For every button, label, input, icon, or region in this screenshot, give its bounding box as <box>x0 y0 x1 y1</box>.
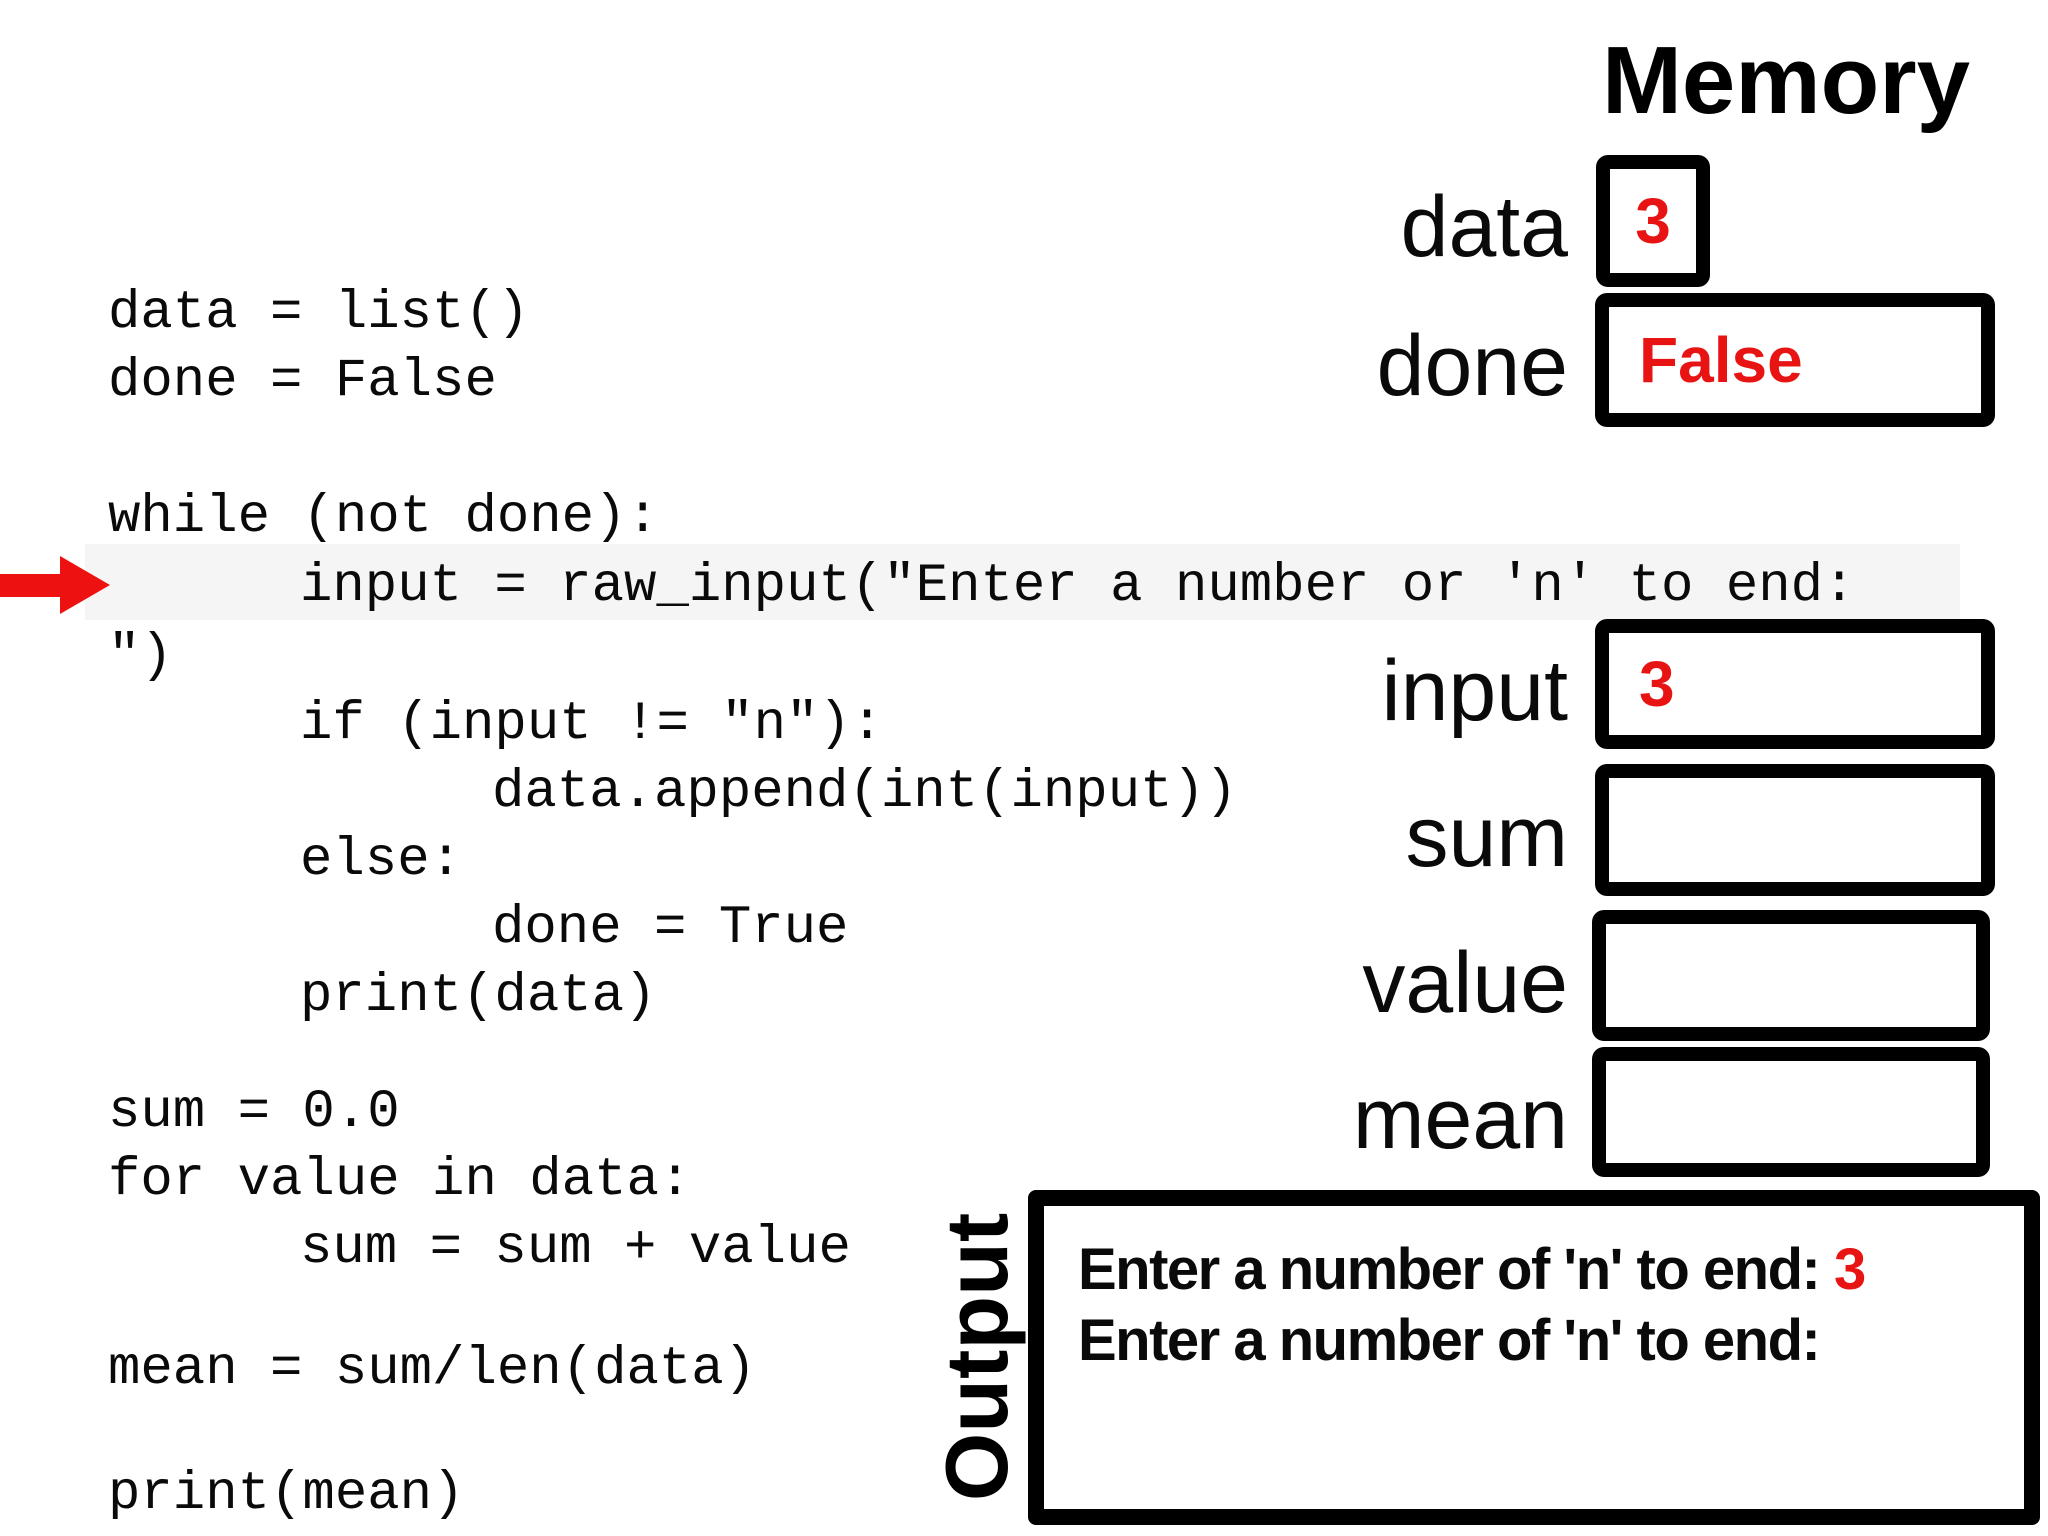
variable-label-input: input <box>1381 643 1569 739</box>
variable-box-input: 3 <box>1595 619 1995 749</box>
code-line-append: data.append(int(input)) <box>492 762 1238 823</box>
output-entered-value: 3 <box>1833 1237 1866 1302</box>
code-line-done-init: done = False <box>108 351 497 412</box>
variable-value-done: False <box>1639 324 1803 396</box>
variable-label-mean: mean <box>1352 1071 1568 1167</box>
output-line: Enter a number of 'n' to end: <box>1078 1307 1834 1374</box>
code-line-raw-input: input = raw_input("Enter a number or 'n'… <box>300 556 1888 617</box>
code-line-while: while (not done): <box>108 487 659 548</box>
variable-box-mean <box>1592 1047 1990 1177</box>
code-line-else: else: <box>300 830 463 891</box>
variable-label-data: data <box>1400 179 1568 275</box>
variable-value-input: 3 <box>1639 648 1675 720</box>
current-line-highlight <box>85 544 1960 620</box>
output-prompt-text: Enter a number of 'n' to end: <box>1078 1237 1834 1302</box>
memory-title: Memory <box>1601 27 1971 134</box>
variable-box-value <box>1592 910 1990 1041</box>
output-prompt-text: Enter a number of 'n' to end: <box>1078 1308 1834 1373</box>
arrow-shaft <box>0 574 62 597</box>
code-line-data-init: data = list() <box>108 283 530 344</box>
output-panel-label: Output <box>927 1212 1026 1502</box>
variable-label-sum: sum <box>1405 789 1568 885</box>
code-line-done-true: done = True <box>492 898 849 959</box>
variable-label-value: value <box>1362 935 1568 1031</box>
variable-box-data: 3 <box>1596 155 1710 287</box>
variable-label-done: done <box>1376 318 1568 414</box>
arrow-head <box>60 556 110 614</box>
output-line: Enter a number of 'n' to end: 3 <box>1078 1236 1866 1303</box>
code-line-for: for value in data: <box>108 1150 692 1211</box>
code-line-mean: mean = sum/len(data) <box>108 1339 757 1400</box>
output-console: Enter a number of 'n' to end: 3 Enter a … <box>1028 1190 2040 1525</box>
code-line-wrap: ") <box>108 626 173 687</box>
code-line-print-data: print(data) <box>300 966 657 1027</box>
variable-box-done: False <box>1595 293 1995 427</box>
code-line-sum-add: sum = sum + value <box>300 1218 851 1279</box>
variable-value-data: 3 <box>1635 185 1671 257</box>
variable-box-sum <box>1595 764 1995 896</box>
code-line-print-mean: print(mean) <box>108 1464 465 1525</box>
execution-arrow-icon <box>0 556 110 614</box>
code-line-if: if (input != "n"): <box>300 694 884 755</box>
code-line-sum-init: sum = 0.0 <box>108 1082 400 1143</box>
